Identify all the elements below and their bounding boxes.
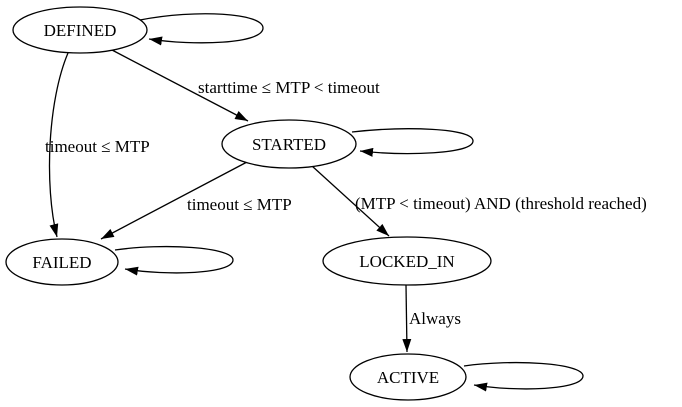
node-defined-label: DEFINED [44, 21, 117, 40]
node-started: STARTED [221, 119, 357, 169]
node-failed: FAILED [5, 238, 119, 286]
self-loop-defined [139, 13, 264, 46]
edge-label-defined-to-started: starttime ≤ MTP < timeout [198, 78, 380, 97]
edge-locked-in-to-active [402, 284, 412, 353]
edge-label-started-to-locked-in: (MTP < timeout) AND (threshold reached) [355, 194, 647, 213]
edge-label-started-to-failed: timeout ≤ MTP [187, 195, 292, 214]
edge-label-defined-to-failed: timeout ≤ MTP [45, 137, 150, 156]
node-defined: DEFINED [12, 6, 148, 54]
node-active-ellipse [349, 353, 467, 401]
node-started-ellipse [221, 119, 357, 169]
edge-defined-to-started [111, 49, 249, 122]
node-active: ACTIVE [349, 353, 467, 401]
edge-label-locked-in-to-active: Always [409, 309, 461, 328]
edge-defined-to-failed [48, 52, 69, 238]
node-locked-in-label: LOCKED_IN [359, 252, 454, 271]
node-started-label: STARTED [252, 135, 326, 154]
edge-started-to-failed [100, 161, 248, 240]
node-locked-in-ellipse [322, 236, 492, 286]
node-active-label: ACTIVE [377, 368, 439, 387]
node-failed-label: FAILED [32, 253, 91, 272]
self-loop-failed [114, 245, 234, 276]
self-loop-active [463, 361, 584, 392]
node-failed-ellipse [5, 238, 119, 286]
self-loop-started [351, 128, 474, 157]
node-locked-in: LOCKED_IN [322, 236, 492, 286]
edge-started-to-locked-in [311, 165, 390, 237]
node-defined-ellipse [12, 6, 148, 54]
